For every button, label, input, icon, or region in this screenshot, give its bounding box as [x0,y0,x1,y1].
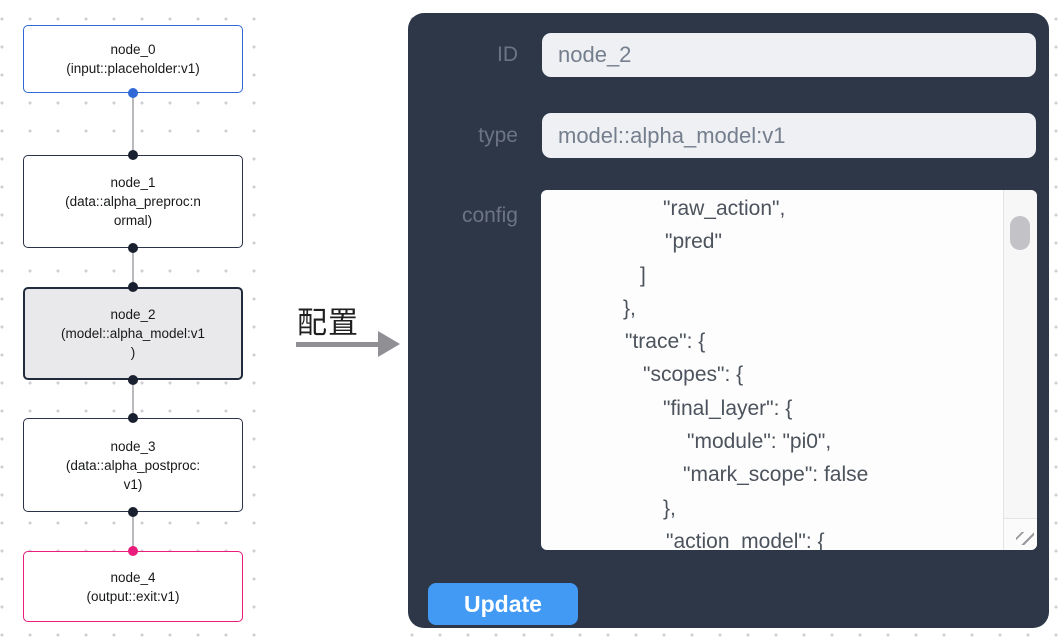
node-title: node_3 [110,438,156,454]
node-subtitle: (data::alpha_preproc:n [65,194,201,209]
node-subtitle: v1) [123,476,143,492]
node-title: node_2 [110,307,156,322]
node-subtitle: ormal) [113,213,153,228]
config-line: "mark_scope": false [683,463,869,487]
node-title: node_4 [110,569,156,585]
config-panel: ID type config "raw_action", "pred"]}, "tr… [408,13,1049,628]
node-subtitle: ) [130,345,136,360]
config-line: "action_model": { [666,529,825,550]
config-line: "trace": { [625,330,706,354]
edge-node_1-node_2 [132,248,134,287]
node-node_4[interactable]: node_4 (output::exit:v1) [23,551,243,622]
config-line: "pred" [665,230,722,254]
config-line: "final_layer": { [663,396,793,420]
scrollbar-thumb[interactable] [1010,216,1030,250]
handle-node_2-source[interactable] [128,375,138,385]
edge-node_3-node_4 [132,512,134,551]
config-line: }, [663,496,676,520]
configure-arrow-icon [296,342,380,347]
config-line: }, [623,296,636,320]
node-node_0[interactable]: node_0 (input::placeholder:v1) [23,25,243,93]
config-line: ] [640,263,646,287]
config-editor[interactable]: "raw_action", "pred"]}, "trace": { "scopes"… [541,190,1037,550]
node-subtitle: (input::placeholder:v1) [66,61,200,76]
config-line: "scopes": { [643,363,744,387]
handle-node_2-target[interactable] [128,282,138,292]
node-subtitle: (output::exit:v1) [86,588,180,604]
edge-node_2-node_3 [132,380,134,418]
handle-node_0-source[interactable] [128,88,138,98]
node-subtitle: (model::alpha_model:v1 [60,326,206,341]
edge-node_0-node_1 [132,93,134,155]
handle-node_4-target[interactable] [128,546,138,556]
node-title: node_0 [110,42,156,57]
handle-node_1-target[interactable] [128,150,138,160]
type-field[interactable] [542,113,1036,158]
config-field-label: config [461,204,518,227]
id-field-label: ID [497,43,518,66]
update-button[interactable]: Update [428,583,578,625]
node-title: node_1 [110,175,156,190]
node-node_3[interactable]: node_3 (data::alpha_postproc: v1) [23,418,243,512]
config-line: "module": "pi0", [687,430,832,454]
node-node_1[interactable]: node_1 (data::alpha_preproc:n ormal) [23,155,243,248]
resize-handle-icon[interactable] [1016,532,1034,545]
node-subtitle: (data::alpha_postproc: [65,457,201,473]
configure-annotation: 配置 [297,307,359,340]
handle-node_1-source[interactable] [128,243,138,253]
scrollbar-corner [1003,518,1037,550]
type-field-label: type [478,124,518,147]
id-field[interactable] [542,33,1036,77]
configure-arrowhead-icon [378,331,400,357]
config-line: "raw_action", [663,197,786,220]
handle-node_3-source[interactable] [128,507,138,517]
scrollbar-track[interactable] [1003,190,1037,518]
node-node_2-selected[interactable]: node_2 (model::alpha_model:v1 ) [23,287,243,380]
config-editor-lines: "raw_action", "pred"]}, "trace": { "scopes"… [541,192,1003,550]
handle-node_3-target[interactable] [128,413,138,423]
